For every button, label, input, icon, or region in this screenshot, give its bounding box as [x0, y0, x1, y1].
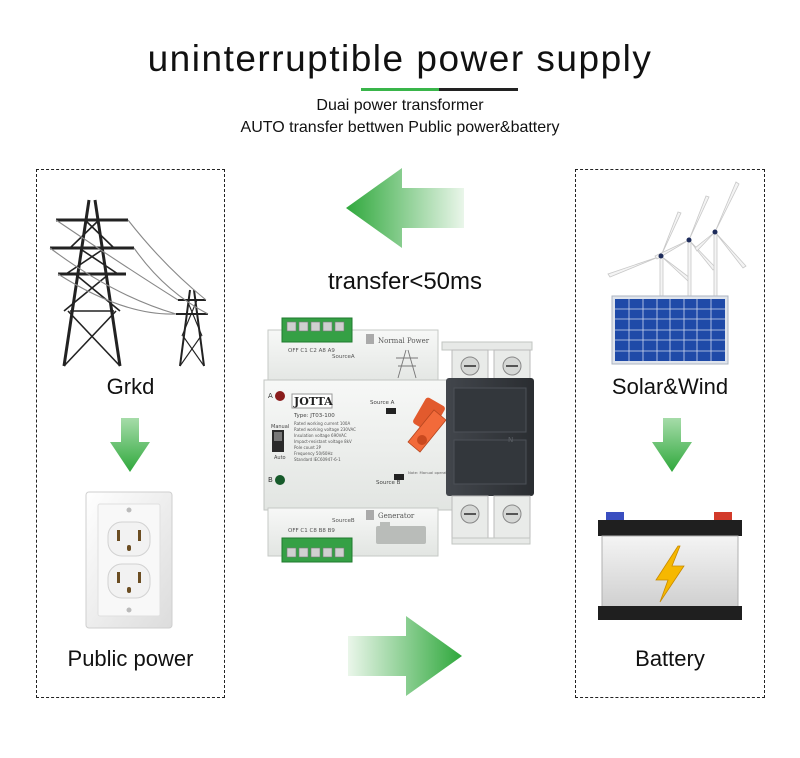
source-a-label: Source A: [370, 400, 395, 406]
bottom-terminal-text: OFF C1 C8 B8 B9: [288, 528, 335, 534]
spec-row: Impact-resistant voltage 8kV: [294, 439, 352, 444]
power-tower-icon: [49, 199, 209, 367]
auto-label: Auto: [274, 455, 286, 461]
solar-wind-icon: [607, 181, 747, 365]
grid-label: Grkd: [106, 374, 155, 399]
manual-label: Manual: [271, 424, 289, 430]
solar-wind-label: Solar&Wind: [611, 374, 729, 399]
underline-mid: [360, 88, 440, 91]
indicator-a: A: [268, 392, 273, 400]
battery-icon: [598, 512, 742, 620]
source-b-label: Source B: [376, 480, 401, 486]
title-underline: [282, 88, 519, 91]
transfer-time-label: transfer<50ms: [327, 268, 483, 295]
down-arrow-icon: [110, 418, 150, 472]
spec-row: Pole count 2P: [294, 445, 322, 450]
down-arrow-icon: [652, 418, 692, 472]
source-a-tag: SourceA: [332, 354, 355, 360]
battery-panel: [575, 169, 765, 698]
underline-right: [439, 88, 519, 91]
underline-left: [282, 88, 361, 91]
indicator-b: B: [268, 476, 273, 484]
brand-logo: JOTTA: [293, 395, 333, 408]
left-arrow-icon: [346, 168, 464, 248]
page-title: uninterruptible power supply: [147, 38, 653, 79]
spec-row: Rated working voltage 230VAC: [294, 427, 356, 432]
subtitle-line-1: Duai power transformer: [316, 97, 484, 114]
svg-text:N: N: [508, 436, 513, 444]
spec-row: Insulation voltage 690VAC: [294, 433, 347, 438]
right-arrow-icon: [348, 616, 462, 696]
spec-row: Frequency 50/60Hz: [294, 451, 333, 456]
public-power-panel: [36, 169, 225, 698]
source-b-tag: SourceB: [332, 518, 355, 524]
model-text: Type: JT03-100: [293, 413, 335, 419]
switch-lever[interactable]: [407, 397, 447, 453]
transfer-switch-device: OFF C1 C2 A8 A9 SourceA Normal Power A B…: [263, 317, 534, 563]
top-terminal-text: OFF C1 C2 A8 A9: [288, 348, 335, 354]
spec-row: Standard IEC60947-6-1: [294, 457, 341, 462]
public-power-label: Public power: [67, 646, 194, 671]
subtitle-line-2: AUTO transfer bettwen Public power&batte…: [240, 119, 560, 136]
spec-row: Rated working current 100A: [294, 421, 350, 426]
generator-text: Generator: [378, 512, 415, 520]
battery-label: Battery: [635, 646, 705, 671]
normal-power-text: Normal Power: [378, 337, 430, 345]
wall-outlet-icon: [85, 491, 173, 629]
